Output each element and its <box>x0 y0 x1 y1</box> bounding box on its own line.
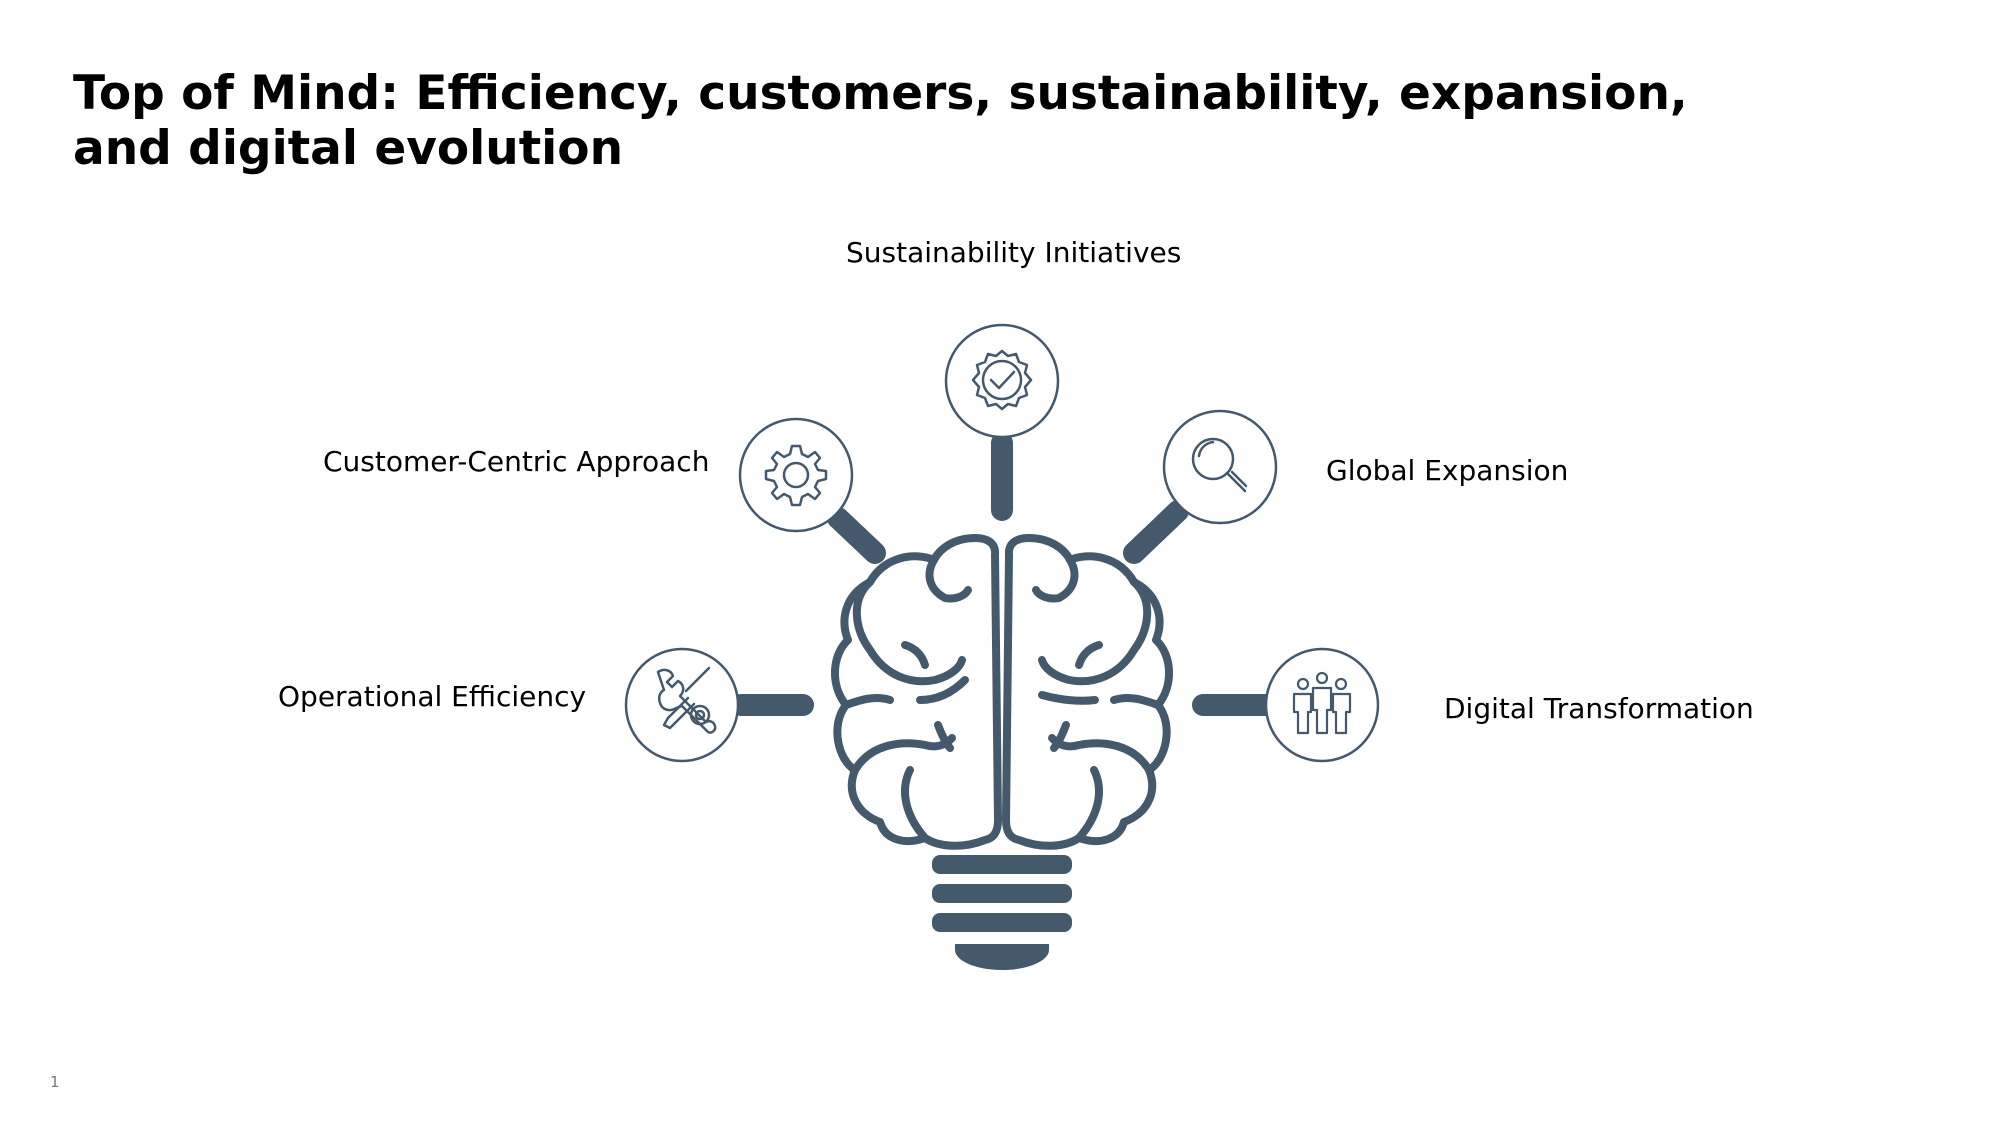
node-customer-centric <box>738 417 854 533</box>
people-group-icon <box>1292 671 1352 735</box>
badge-check-icon <box>971 349 1033 411</box>
node-sustainability <box>944 323 1060 439</box>
brain-icon <box>830 534 1174 850</box>
connector-global <box>1123 500 1189 564</box>
label-digital-transformation: Digital Transformation <box>1444 692 1754 725</box>
node-digital-transformation <box>1264 647 1380 763</box>
label-operational-efficiency: Operational Efficiency <box>278 680 587 713</box>
label-sustainability: Sustainability Initiatives <box>846 236 1182 269</box>
wrench-screwdriver-icon <box>656 666 717 734</box>
bulb-base <box>932 855 1072 970</box>
node-operational-efficiency <box>624 647 740 763</box>
gear-icon <box>764 444 828 507</box>
slide-title: Top of Mind: Efficiency, customers, sust… <box>73 66 1688 176</box>
node-global-expansion <box>1162 409 1278 525</box>
magnifier-icon <box>1191 437 1248 493</box>
connector-customer <box>827 507 886 564</box>
page-number: 1 <box>50 1073 60 1091</box>
label-global-expansion: Global Expansion <box>1326 454 1569 487</box>
connectors <box>730 432 1279 716</box>
label-customer-centric: Customer-Centric Approach <box>323 445 710 478</box>
